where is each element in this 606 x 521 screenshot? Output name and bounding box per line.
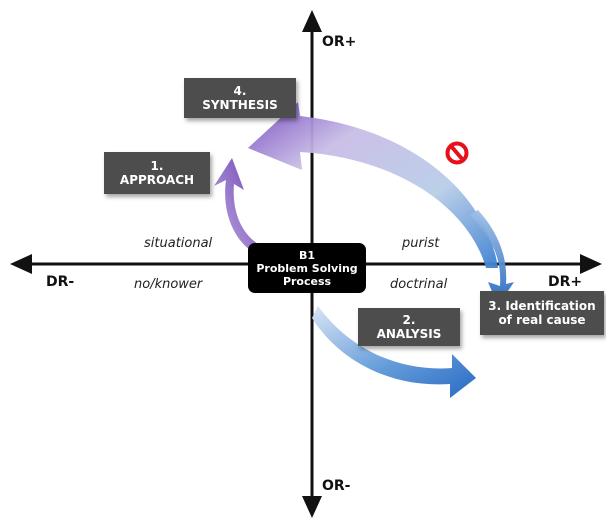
axis-arrowhead-down [302, 496, 322, 518]
step-1-number: 1. [150, 159, 164, 173]
step-1-label: APPROACH [119, 173, 195, 187]
axis-arrowhead-up [302, 10, 322, 32]
step-box-analysis: 2. ANALYSIS [358, 308, 460, 346]
center-box-line-2: Problem Solving [256, 261, 358, 275]
axis-label-or-plus: OR+ [322, 34, 357, 50]
step-2-label: ANALYSIS [376, 327, 442, 341]
axis-label-or-minus: OR- [322, 478, 351, 494]
axis-arrowhead-right [580, 254, 602, 274]
step-box-synthesis: 4. SYNTHESIS [184, 78, 296, 118]
step-4-label: SYNTHESIS [202, 98, 278, 112]
prohibited-sign-icon [445, 141, 469, 165]
step-3-line-2: of real cause [498, 313, 586, 327]
axis-label-dr-plus: DR+ [548, 274, 583, 290]
axis-arrowhead-left [10, 254, 32, 274]
quadrant-label-situational: situational [144, 236, 213, 251]
step-3-line-1: 3. Identification [488, 299, 596, 313]
quadrant-label-doctrinal: doctrinal [390, 277, 448, 292]
step-4-number: 4. [233, 84, 247, 98]
step-box-approach: 1. APPROACH [104, 152, 210, 194]
axis-label-dr-minus: DR- [46, 274, 75, 290]
step-box-identification: 3. Identification of real cause [480, 291, 604, 335]
quadrant-label-no-knower: no/knower [134, 277, 203, 292]
step-2-number: 2. [402, 313, 416, 327]
cycle-arrow-analysis [312, 306, 476, 398]
center-box-line-3: Process [282, 274, 332, 288]
cycle-arrow-synthesis [248, 102, 498, 268]
center-process-box: B1 Problem Solving Process [248, 243, 366, 293]
cycle-arrow-approach [214, 158, 258, 250]
cycle-arrow-identification [470, 210, 514, 306]
quadrant-label-purist: purist [402, 236, 440, 251]
center-box-line-1: B1 [298, 248, 316, 262]
